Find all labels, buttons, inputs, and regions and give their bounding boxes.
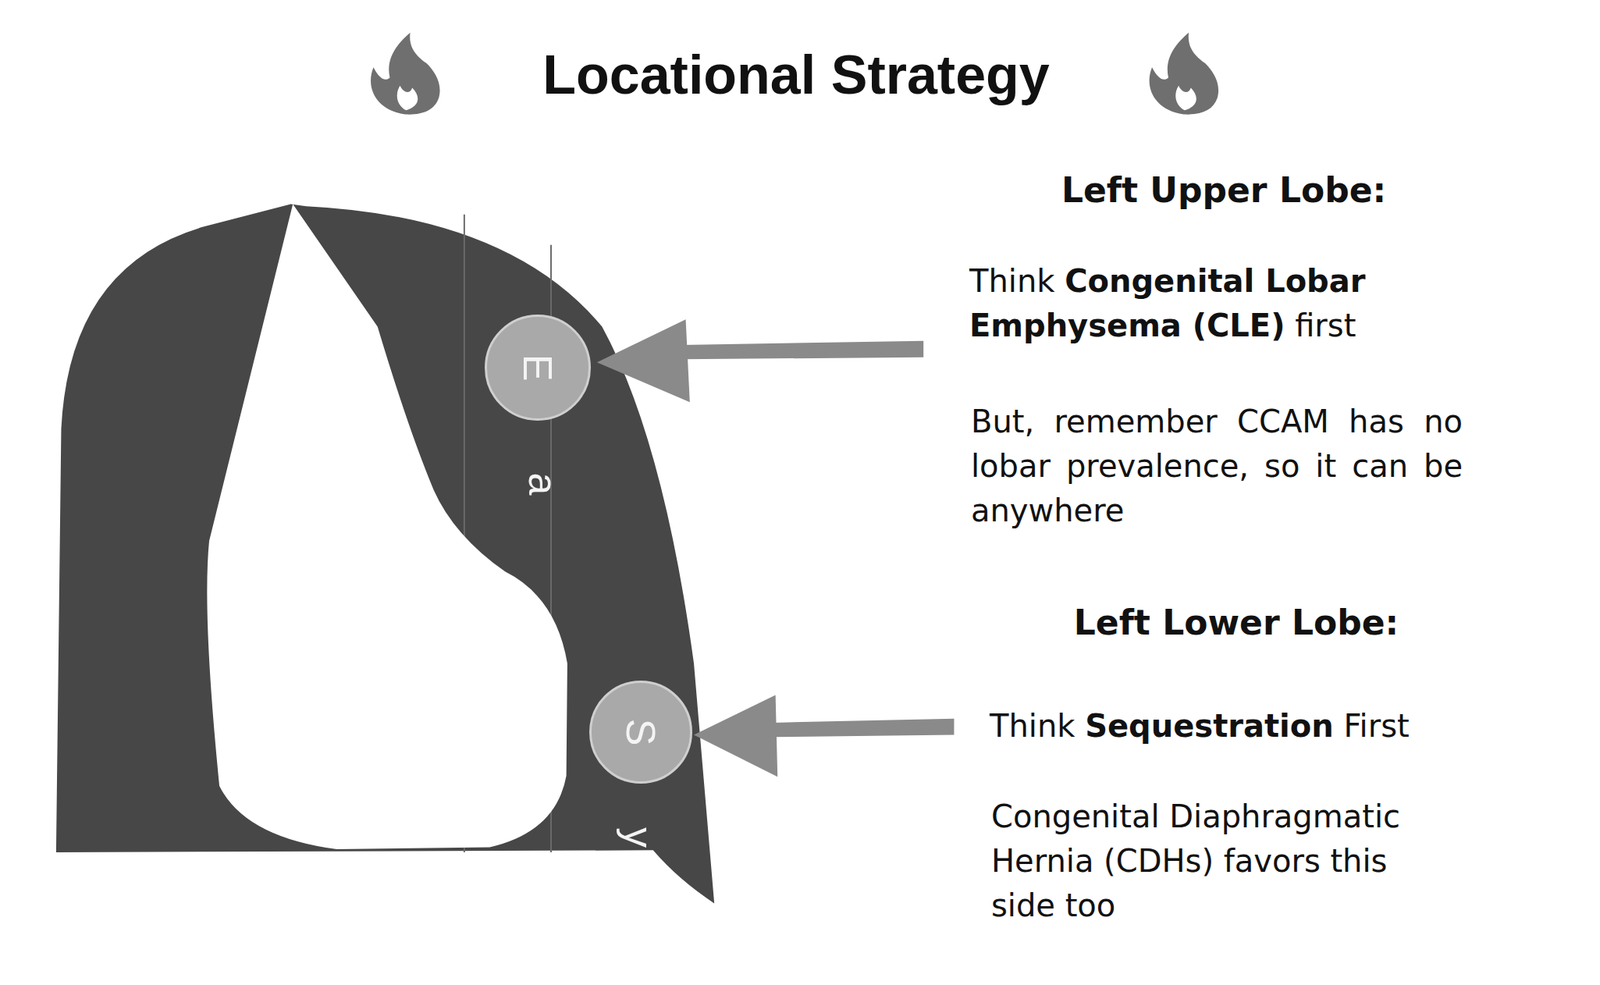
body-text: But, remember CCAM has no lobar prevalen…	[970, 399, 1463, 533]
text: But, remember CCAM has no lobar prevalen…	[970, 403, 1463, 529]
rotated-letter: y	[615, 827, 663, 848]
section-heading: Left Lower Lobe:	[1073, 602, 1399, 643]
flame-icon	[370, 32, 441, 115]
arrow	[693, 695, 954, 778]
text: first	[1294, 307, 1356, 344]
marker-circle: E	[484, 314, 591, 421]
body-text: Think Sequestration First	[989, 704, 1490, 749]
section-heading: Left Upper Lobe:	[1061, 170, 1387, 210]
mediastinum-shape	[206, 204, 568, 850]
text: Think	[989, 707, 1075, 744]
title: Locational Strategy	[542, 43, 1050, 107]
circle-letter: S	[617, 718, 665, 747]
arrow	[597, 319, 924, 402]
flame-icon	[1149, 32, 1220, 115]
circle-letter: E	[514, 354, 562, 382]
lung-shape	[56, 204, 715, 904]
body-text: Congenital Diaphragmatic Hernia (CDHs) f…	[991, 794, 1429, 928]
rotated-letter: a	[519, 472, 567, 495]
marker-circle: S	[589, 680, 693, 784]
text: Congenital Diaphragmatic Hernia (CDHs) f…	[991, 798, 1401, 924]
body-text: Think Congenital Lobar Emphysema (CLE) f…	[969, 259, 1407, 349]
text: Think	[969, 263, 1055, 299]
emphasis-text: Sequestration	[1084, 707, 1334, 744]
text: First	[1343, 707, 1409, 744]
